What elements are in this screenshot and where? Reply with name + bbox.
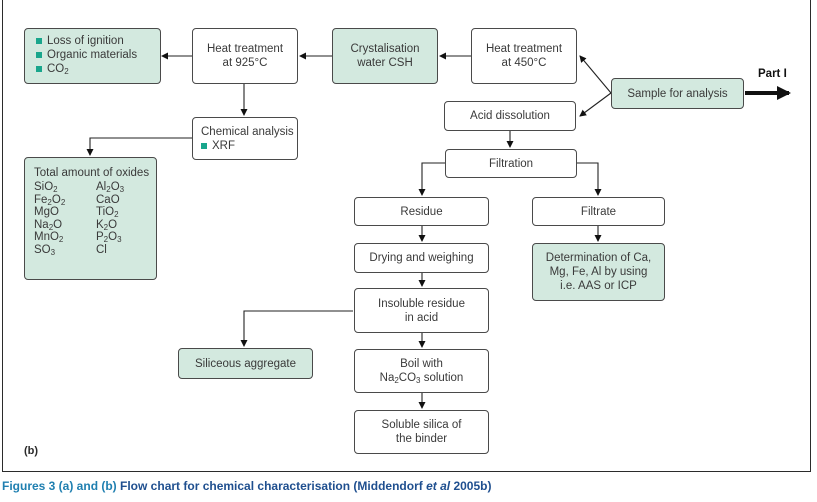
node-heat-treatment-450: Heat treatment at 450°C <box>471 28 577 84</box>
oxide-item: SO3 <box>34 243 56 257</box>
loss-bullet-1: Loss of ignition <box>36 34 124 48</box>
loss-bullet-2: Organic materials <box>36 48 137 62</box>
node-total-oxides: Total amount of oxides SiO2 Al2O3 Fe2O2 … <box>24 157 157 280</box>
node-soluble-silica: Soluble silica of the binder <box>354 410 489 454</box>
arrow-filtration-to-filtrate <box>577 162 602 196</box>
bullet-square-icon <box>201 142 207 149</box>
node-insoluble-residue: Insoluble residue in acid <box>354 288 489 333</box>
node-crystalisation-water: Crystalisation water CSH <box>332 28 438 84</box>
loss-bullet-3: CO2 <box>36 62 69 76</box>
part-i-label: Part I <box>758 68 787 80</box>
arrow-filtration-to-residue <box>418 162 445 196</box>
figure-caption: Figures 3 (a) and (b) Flow chart for che… <box>2 479 491 493</box>
oxide-item: MgO <box>34 206 59 219</box>
bullet-square-icon <box>36 52 42 58</box>
caption-prefix: Figures 3 (a) and (b) <box>2 479 117 493</box>
oxide-item: Na2O <box>34 218 63 232</box>
oxides-grid: SiO2 Al2O3 Fe2O2 CaO MgO TiO2 Na2O K2O M… <box>34 181 156 257</box>
oxide-item: Cl <box>96 243 107 256</box>
node-determination: Determination of Ca, Mg, Fe, Al by using… <box>532 243 665 301</box>
node-drying-and-weighing: Drying and weighing <box>354 243 489 273</box>
node-boil-with: Boil with Na2CO3 solution <box>354 349 489 393</box>
chemical-bullet: XRF <box>201 139 235 153</box>
arrow-sample-to-acid <box>579 92 612 117</box>
oxide-item: Fe2O2 <box>34 193 66 207</box>
oxide-item: TiO2 <box>96 206 119 220</box>
figure-frame <box>2 0 811 472</box>
arrow-sample-to-heat450 <box>579 55 612 94</box>
bullet-square-icon <box>36 38 42 44</box>
node-filtrate: Filtrate <box>532 197 665 226</box>
node-filtration: Filtration <box>445 149 577 178</box>
oxide-item: CaO <box>96 193 120 206</box>
node-loss-of-ignition: Loss of ignition Organic materials CO2 <box>24 28 161 84</box>
oxide-item: P2O3 <box>96 231 122 245</box>
node-residue: Residue <box>354 197 489 226</box>
node-sample-for-analysis: Sample for analysis <box>611 78 744 109</box>
figure-part-label: (b) <box>24 445 39 457</box>
node-acid-dissolution: Acid dissolution <box>444 101 576 131</box>
caption-text: Flow chart for chemical characterisation… <box>116 479 492 493</box>
arrow-insoluble-to-siliceous <box>240 310 353 347</box>
oxide-item: MnO2 <box>34 231 64 245</box>
arrow-chemical-to-oxides <box>86 137 192 156</box>
oxide-item: K2O <box>96 218 118 232</box>
oxide-item: SiO2 <box>34 181 58 194</box>
node-siliceous-aggregate: Siliceous aggregate <box>178 348 313 379</box>
node-chemical-analysis: Chemical analysis XRF <box>192 117 298 160</box>
bullet-square-icon <box>36 66 42 72</box>
oxide-item: Al2O3 <box>96 181 125 194</box>
node-heat-treatment-925: Heat treatment at 925°C <box>192 28 298 84</box>
